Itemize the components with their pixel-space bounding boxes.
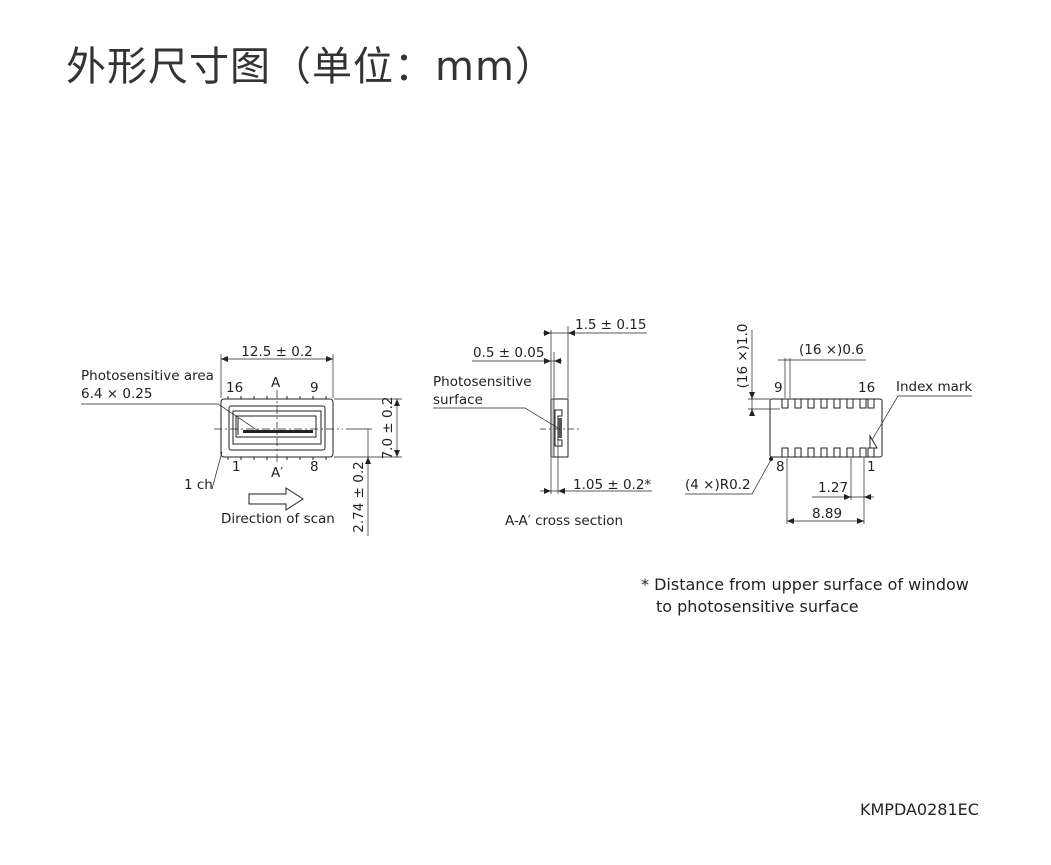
front-pin-16: 16 [226, 380, 243, 396]
pitch-arrow-left [844, 494, 851, 500]
index-mark-leader [871, 395, 972, 441]
pitch-arrow-right [864, 494, 871, 500]
back-bottom-pad [820, 447, 828, 458]
back-top-pad [781, 398, 789, 409]
section-marker-a: A [271, 375, 281, 391]
height-dimension: 7.0 ± 0.2 [380, 397, 396, 460]
back-pin-16: 16 [858, 380, 875, 396]
front-view: 12.5 ± 0.2 7.0 ± 0.2 2.74 ± 0.2 Photosen… [81, 344, 402, 536]
photosensitive-area-bar [243, 430, 313, 433]
span-arrow-left [787, 518, 794, 524]
cross-section-window [550, 398, 555, 458]
width-arrow-right [326, 356, 333, 362]
back-bottom-pad [807, 447, 815, 458]
back-bottom-pad [833, 447, 841, 458]
span-dimension: 8.89 [812, 506, 842, 522]
pad-width-dimension: (16 ×)0.6 [799, 342, 864, 358]
height-arrow-bottom [394, 450, 400, 457]
back-pin-9: 9 [774, 380, 783, 396]
back-top-pads [781, 398, 875, 409]
back-bottom-pad [859, 447, 867, 458]
back-view: Index mark (16 ×)1.0 (16 ×)0.6 9 16 8 1 … [685, 324, 972, 524]
photosensitive-area-value: 6.4 × 0.25 [81, 386, 152, 402]
xs-surface-label-2: surface [433, 392, 483, 408]
back-bottom-pad [846, 447, 854, 458]
scan-direction-arrow [248, 487, 304, 511]
back-top-pad [820, 398, 828, 409]
back-top-pad [807, 398, 815, 409]
channel-leader [211, 451, 223, 490]
xs-top-arrow-right [568, 330, 575, 336]
xs-window-arrow-left [544, 358, 551, 364]
front-chip [235, 415, 317, 438]
corner-radius-point [769, 457, 773, 461]
xs-window-arrow-right [554, 358, 561, 364]
xs-top-arrow-left [544, 330, 551, 336]
footnote-line-1: * Distance from upper surface of window [641, 575, 969, 594]
xs-surface-label-1: Photosensitive [433, 374, 532, 390]
footnote: * Distance from upper surface of window … [641, 574, 969, 618]
back-top-pad [846, 398, 854, 409]
width-dimension: 12.5 ± 0.2 [241, 344, 312, 360]
xs-depth-arrow-left [544, 488, 551, 494]
front-pin-8: 8 [310, 459, 319, 475]
back-top-pad [867, 398, 875, 409]
front-top-pin-ticks [227, 396, 327, 399]
back-top-pad [794, 398, 802, 409]
scan-direction-label: Direction of scan [221, 511, 335, 527]
channel-label: 1 ch [184, 477, 213, 493]
span-arrow-right [857, 518, 864, 524]
footnote-line-2: to photosensitive surface [656, 597, 859, 616]
index-mark-triangle [869, 434, 878, 449]
width-arrow-left [221, 356, 228, 362]
back-bottom-pad [794, 447, 802, 458]
offset-arrow [365, 457, 371, 464]
corner-radius-label: (4 ×)R0.2 [685, 477, 751, 493]
back-top-pad [859, 398, 867, 409]
back-pin-8: 8 [776, 459, 785, 475]
index-mark-label: Index mark [896, 379, 972, 395]
page-title: 外形尺寸图（单位：mm） [66, 44, 556, 90]
xs-depth-arrow-right [558, 488, 565, 494]
xs-window-thickness: 0.5 ± 0.05 [473, 345, 544, 361]
pitch-dimension: 1.27 [818, 480, 848, 496]
pad-length-arrow-bottom [749, 409, 755, 416]
xs-caption: A-A′ cross section [505, 513, 623, 529]
photosensitive-area-label: Photosensitive area [81, 368, 214, 384]
section-marker-a-prime: A′ [271, 465, 283, 481]
front-pin-9: 9 [310, 380, 319, 396]
cross-section-chip [558, 418, 562, 438]
pad-length-arrow-top [749, 392, 755, 399]
offset-dimension: 2.74 ± 0.2 [351, 461, 367, 532]
back-bottom-pad [781, 447, 789, 458]
back-pin-1: 1 [867, 459, 876, 475]
back-top-pad [833, 398, 841, 409]
xs-total-thickness: 1.5 ± 0.15 [575, 317, 646, 333]
front-bottom-pin-ticks [227, 457, 327, 460]
front-pin-1: 1 [232, 459, 241, 475]
corner-radius-leader [685, 457, 773, 495]
xs-surface-leader [433, 407, 559, 429]
back-bottom-pads [781, 447, 875, 458]
height-arrow-top [394, 399, 400, 406]
drawing-code: KMPDA0281EC [860, 800, 979, 819]
xs-depth-dimension: 1.05 ± 0.2* [573, 477, 651, 493]
photosensitive-area-leader [81, 403, 261, 433]
back-bottom-pad [867, 447, 875, 458]
pad-length-dimension: (16 ×)1.0 [735, 324, 751, 389]
cross-section-view: 1.5 ± 0.15 0.5 ± 0.05 Photosensitive sur… [433, 317, 652, 529]
